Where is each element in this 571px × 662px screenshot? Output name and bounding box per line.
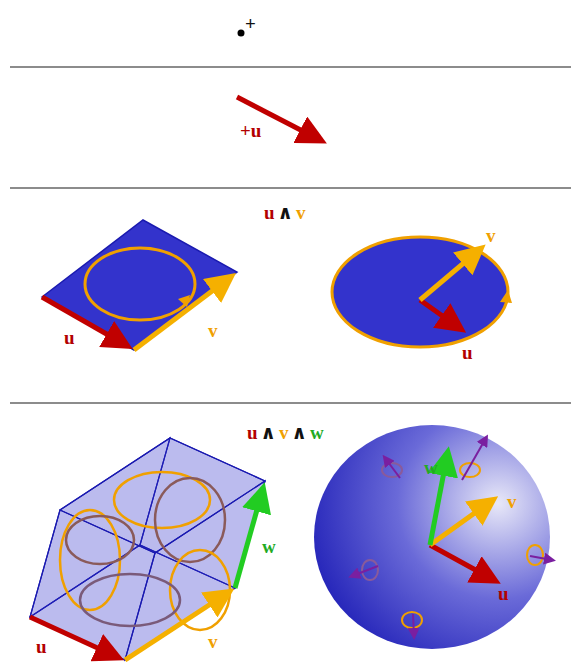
vector-label: w — [262, 537, 276, 556]
vector-label: v — [208, 632, 218, 651]
title-part: u — [264, 203, 275, 222]
vector-label: u — [36, 637, 47, 656]
vector-label: v — [208, 321, 218, 340]
title-part: u — [247, 423, 258, 442]
title-part: ∧ — [292, 423, 307, 442]
title-part: ∧ — [261, 423, 276, 442]
wedge-title: u∧v∧w — [247, 423, 324, 442]
title-part: w — [310, 423, 324, 442]
title-part: ∧ — [278, 203, 293, 222]
vector-label: +u — [240, 121, 261, 140]
vector-label: u — [498, 584, 509, 603]
vector-label: w — [424, 458, 438, 477]
sign-label: + — [245, 14, 256, 33]
wedge-title: u∧v — [264, 203, 306, 222]
title-part: v — [296, 203, 306, 222]
vector-label: u — [462, 343, 473, 362]
vector-label: v — [486, 226, 496, 245]
title-part: v — [279, 423, 289, 442]
vector-label: v — [507, 492, 517, 511]
vector-label: u — [64, 328, 75, 347]
